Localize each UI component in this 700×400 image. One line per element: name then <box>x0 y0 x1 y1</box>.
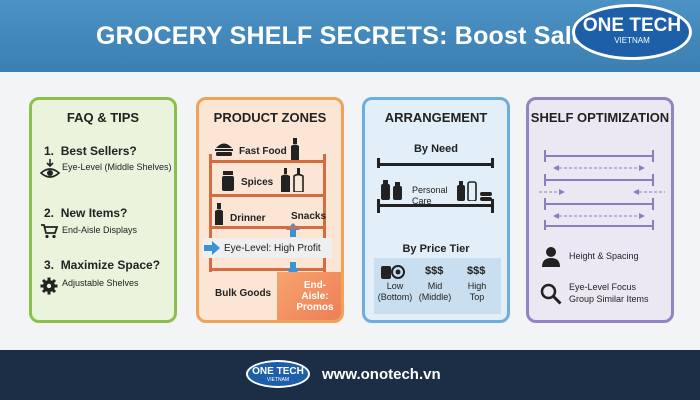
footer-logo[interactable]: ONE TECH VIETNAM <box>246 360 310 388</box>
need-shelf-bottom-post-r <box>491 199 494 213</box>
faq-item-3-answer: Adjustable Shelves <box>62 278 139 288</box>
need-shelf-top <box>377 163 494 166</box>
product-zones-card: PRODUCT ZONES Fast Food Spices Drinner S… <box>196 97 344 323</box>
need-shelf-bottom <box>377 204 494 207</box>
zone-eye-level: Eye-Level: High Profit <box>224 243 321 254</box>
by-price-label: By Price Tier <box>402 243 470 255</box>
spice-jar-icon <box>222 171 234 191</box>
tier-mid-label: Mid(Middle) <box>418 281 452 302</box>
eye-icon <box>39 159 61 178</box>
faq-item-2-question: 2. New Items? <box>44 206 128 220</box>
care-products-icon <box>457 181 492 201</box>
promo-zone <box>277 272 341 320</box>
person-icon <box>542 247 560 267</box>
faq-title: FAQ & TIPS <box>66 110 140 125</box>
zone-spices: Spices <box>241 177 274 188</box>
magnifier-icon <box>540 283 562 305</box>
optimization-title: SHELF OPTIMIZATION <box>530 110 670 125</box>
tier-high-symbol: $$$ <box>467 265 486 277</box>
shelf-spacing-diagram <box>539 150 665 230</box>
zone-bulk-goods: Bulk Goods <box>215 288 272 299</box>
shelf-1 <box>209 160 326 163</box>
tier-low-label: Low(Bottom) <box>377 281 413 302</box>
zone-end-aisle: End-Aisle:Promos <box>296 280 334 313</box>
website-link[interactable]: www.onotech.vn <box>322 366 441 383</box>
need-shelf-bottom-post-l <box>377 199 380 213</box>
zone-fast-food: Fast Food <box>239 146 287 157</box>
page-title: GROCERY SHELF SECRETS: Boost Sales <box>96 22 601 50</box>
burger-icon <box>215 143 233 156</box>
right-arrow-icon <box>204 241 220 255</box>
shelf-2 <box>209 194 326 197</box>
bottles-icon <box>281 168 304 192</box>
faq-card: FAQ & TIPS 1. Best Sellers? Eye-Level (M… <box>29 97 177 323</box>
shelf-post-left <box>209 154 212 272</box>
need-shelf-top-post-l <box>377 158 380 168</box>
zone-snacks: Snacks <box>291 211 327 222</box>
cart-icon <box>41 224 58 239</box>
shelf-post-right <box>323 154 326 272</box>
shelf-4 <box>209 268 326 271</box>
height-spacing-label: Height & Spacing <box>569 251 639 261</box>
footer-logo-text: ONE TECH <box>252 366 304 377</box>
faq-item-1-answer: Eye-Level (Middle Shelves) <box>62 162 172 172</box>
faq-item-1-question: 1. Best Sellers? <box>44 144 137 158</box>
shelf-3 <box>209 226 326 229</box>
footer-logo-subtext: VIETNAM <box>266 377 290 383</box>
tier-mid-symbol: $$$ <box>425 265 444 277</box>
arrangement-title: ARRANGEMENT <box>384 110 488 125</box>
bottle-icon <box>291 138 299 160</box>
faq-item-3-question: 3. Maximize Space? <box>44 258 161 272</box>
eye-level-band <box>202 238 332 258</box>
faq-item-2-answer: End-Aisle Displays <box>62 225 138 235</box>
need-shelf-top-post-r <box>491 158 494 168</box>
personal-care-bottles-icon <box>381 180 402 200</box>
shelf-optimization-card: SHELF OPTIMIZATION Height & Spacing Eye-… <box>526 97 674 323</box>
gear-icon <box>40 277 58 295</box>
zone-drinner: Drinner <box>230 213 266 224</box>
drink-bottle-icon <box>215 203 223 225</box>
logo-subtext: VIETNAM <box>614 36 650 45</box>
by-need-label: By Need <box>413 143 459 155</box>
logo-text: ONE TECH <box>582 15 682 36</box>
low-price-items-icon <box>381 265 405 279</box>
footer-bar <box>0 350 700 400</box>
onetech-logo[interactable]: ONE TECH VIETNAM <box>572 4 692 60</box>
zones-title: PRODUCT ZONES <box>213 110 327 125</box>
